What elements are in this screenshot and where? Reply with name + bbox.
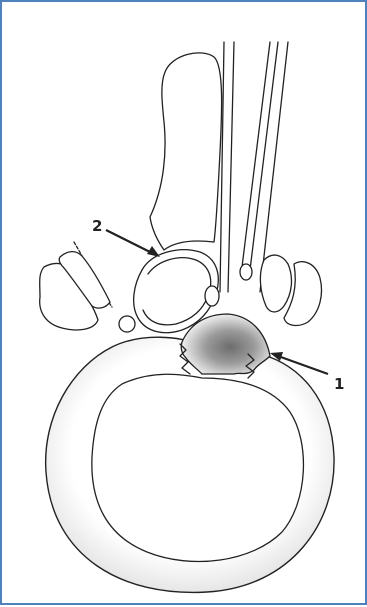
instrument-tube-right-outer [242, 42, 270, 267]
label-1-text: 1 [334, 375, 344, 393]
retracted-nerve-root [205, 286, 219, 306]
instrument-tube-right-mid [250, 42, 278, 270]
label-2-text: 2 [92, 217, 102, 235]
label-2-leader [106, 230, 154, 254]
tube-tip [240, 264, 252, 280]
left-nerve-root [119, 316, 135, 332]
label-2-arrowhead [147, 246, 160, 257]
spinous-process [150, 53, 222, 250]
vertebral-body-inner [92, 374, 304, 561]
instrument-tube-left-inner [228, 42, 234, 292]
right-facet-inner [260, 255, 291, 312]
